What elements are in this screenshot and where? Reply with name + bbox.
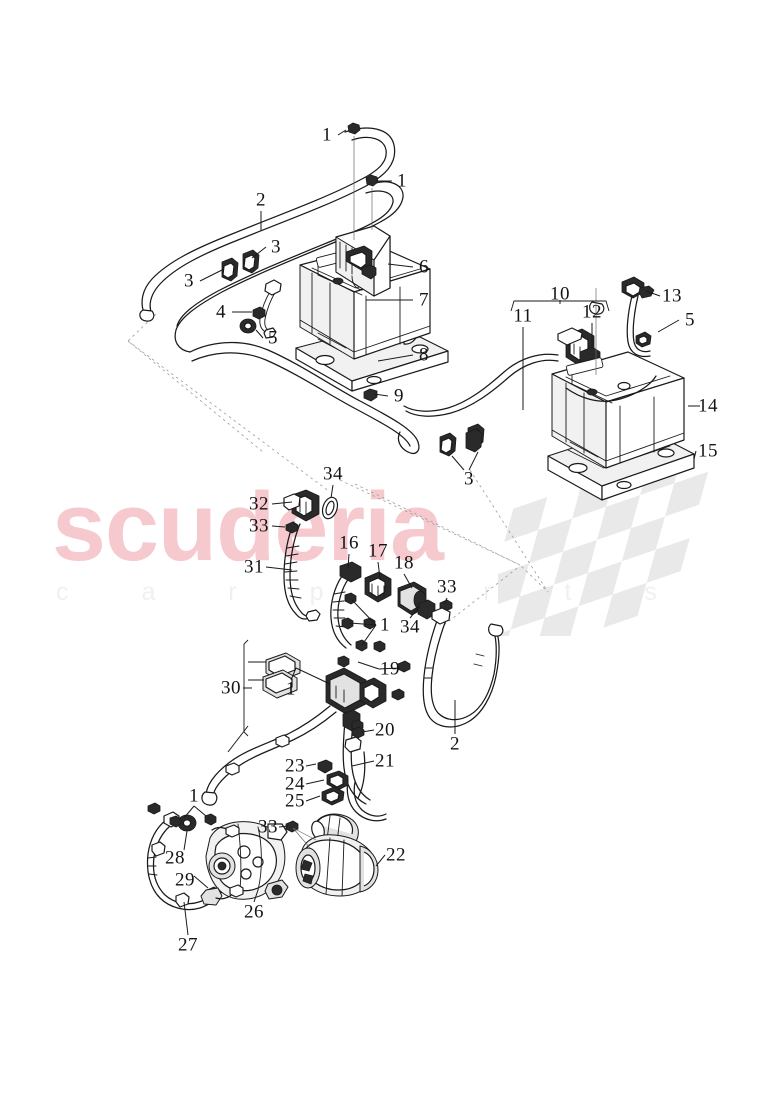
callout-number-1: 1 [380,614,390,636]
lower-assembly [146,759,379,911]
callout-number-33: 33 [258,816,278,838]
connector-17 [364,571,392,603]
nut-9 [363,388,378,402]
rear-battery-assembly [403,276,695,501]
callout-number-25: 25 [285,790,305,812]
callout-number-22: 22 [386,844,406,866]
connector-12 [557,327,601,373]
callout-number-20: 20 [375,719,395,741]
callout-number-27: 27 [178,934,198,956]
cable-clip-3-b [242,249,260,274]
callout-number-18: 18 [394,552,414,574]
bolt-33-a [285,521,299,534]
callout-number-14: 14 [698,395,718,417]
callout-number-21: 21 [375,750,395,772]
connector-32 [283,489,320,522]
callout-number-30: 30 [221,677,241,699]
cable-2-middle [422,607,504,728]
alternator-terminals [211,824,244,900]
callout-number-26: 26 [244,901,264,923]
starter-motor-22 [295,813,379,897]
callout-number-13: 13 [662,285,682,307]
cable-9-ground-loop [189,341,420,455]
cable-clip-3-a [221,257,239,282]
fuse-box-6 [335,225,391,297]
cable-2-main [139,127,396,322]
callout-number-33: 33 [249,515,269,537]
callout-number-19: 19 [380,658,400,680]
callout-number-33: 33 [437,576,457,598]
callout-number-2: 2 [256,189,266,211]
harness-cable-lower [201,705,337,806]
callout-number-34: 34 [323,463,343,485]
callout-number-10: 10 [550,283,570,305]
cable-clip-3-c [439,432,457,457]
callout-number-3: 3 [271,236,281,258]
grommet-5-left [239,318,257,334]
callout-number-3: 3 [464,468,474,490]
harness-cable-11 [403,353,559,417]
callout-number-31: 31 [244,556,264,578]
cable-31 [283,521,321,622]
callout-number-29: 29 [175,869,195,891]
bushing-24 [326,770,349,791]
callout-number-6: 6 [419,256,429,278]
callout-number-8: 8 [419,344,429,366]
callout-number-16: 16 [339,532,359,554]
callout-number-7: 7 [419,289,429,311]
callout-number-24: 24 [285,773,305,795]
callout-number-34: 34 [400,616,420,638]
starter-cable-terminals [285,820,317,849]
callout-number-28: 28 [165,847,185,869]
callout-number-11: 11 [513,305,533,327]
callout-number-4: 4 [216,301,226,323]
cable-clip-3-e [465,428,483,453]
nut-1-group-lower [169,813,217,828]
callout-number-3: 3 [184,270,194,292]
callout-number-2: 2 [450,733,460,755]
cable-20-21 [342,709,371,805]
cable-21 [346,751,387,822]
sensor-cable-4 [252,279,282,339]
callout-number-17: 17 [368,540,388,562]
cable-16 [330,561,362,649]
callout-number-5: 5 [685,309,695,331]
callout-number-9: 9 [394,385,404,407]
callout-number-1: 1 [286,678,296,700]
callout-number-1: 1 [397,170,407,192]
rear-battery-14 [551,351,685,469]
construction-plane-upper [127,313,521,566]
nut-1-b [365,174,379,187]
front-battery-assembly [139,122,485,457]
callout-number-12: 12 [582,301,602,323]
terminal-13 [621,276,655,299]
callout-number-15: 15 [698,440,718,462]
distribution-block-19 [325,655,411,715]
bolt-23 [317,759,333,774]
callout-number-5: 5 [268,327,278,349]
callout-number-32: 32 [249,493,269,515]
callout-number-1: 1 [322,124,332,146]
alternator-26 [200,821,289,906]
seal-ring-34-a [321,496,339,520]
grommet-5-right [635,331,652,348]
callout-number-1: 1 [189,785,199,807]
callout-number-23: 23 [285,755,305,777]
clamp-25 [321,786,345,806]
relay-cover-30-b [262,669,298,699]
nut-1-a [347,122,361,135]
harness-middle-assembly [201,489,504,822]
